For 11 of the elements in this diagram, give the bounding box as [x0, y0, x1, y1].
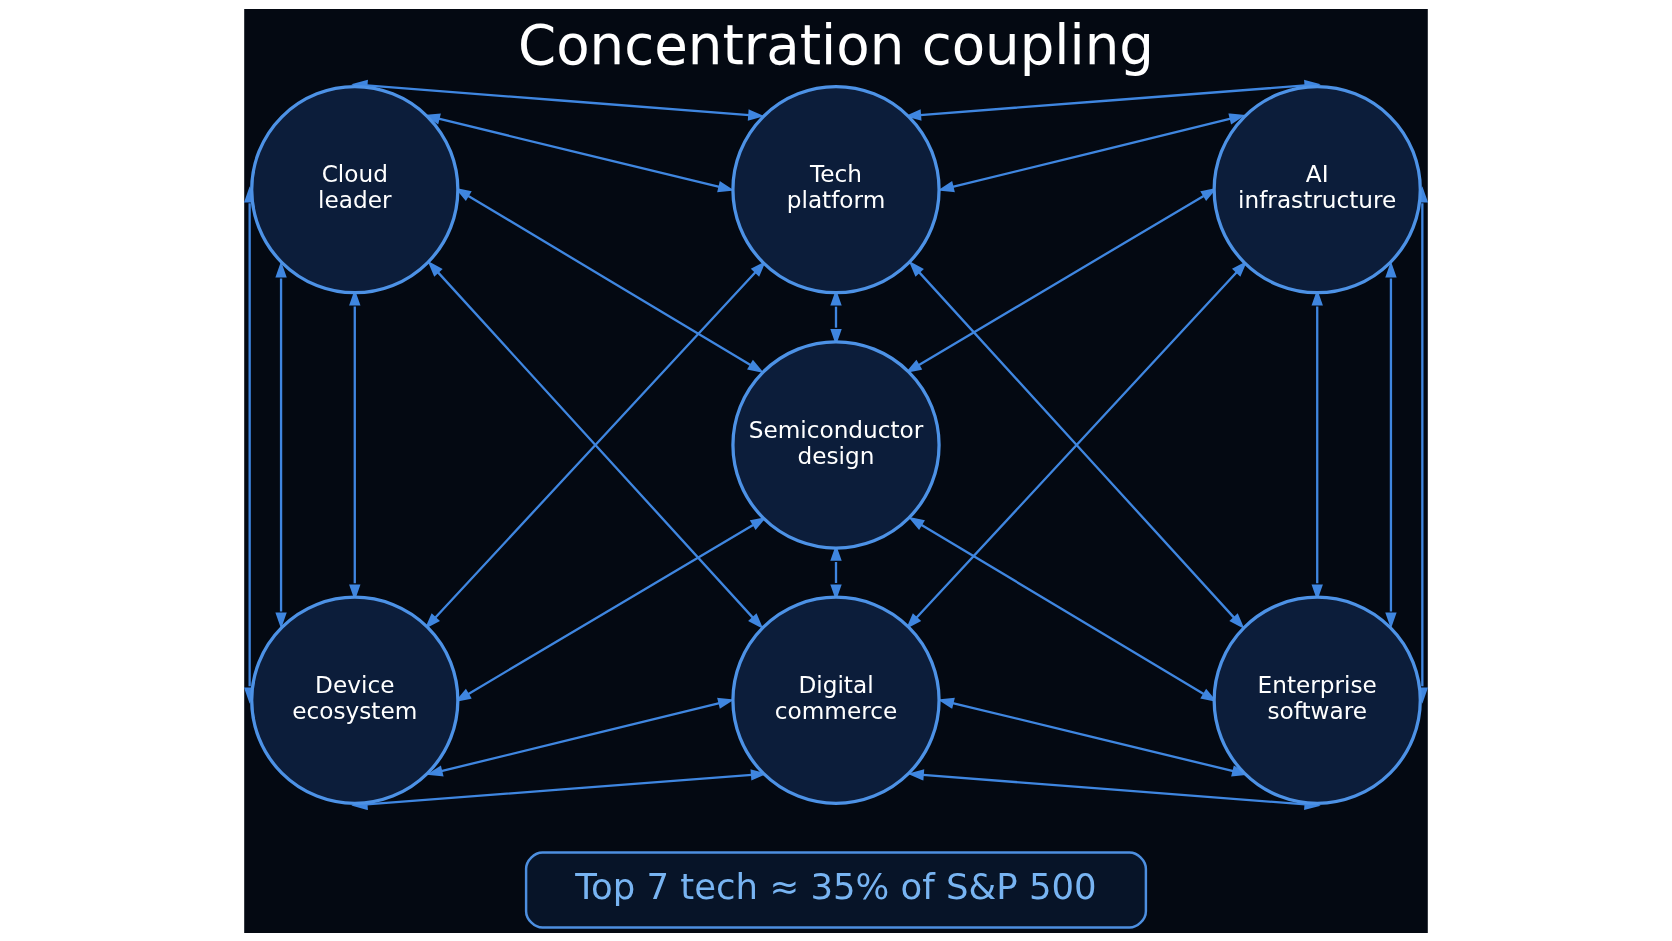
node-circle: Tech platform — [731, 84, 941, 294]
node-circle: Device ecosystem — [250, 595, 460, 805]
node-circle: AI infrastructure — [1212, 84, 1422, 294]
node-circle: Digital commerce — [731, 595, 941, 805]
arrow — [275, 260, 287, 629]
arrow — [1385, 260, 1397, 629]
node-circle: Cloud leader — [250, 84, 460, 294]
node-box: Top 7 tech ≈ 35% of S&P 500 — [524, 850, 1148, 929]
node-circle: Semiconductor design — [731, 339, 941, 550]
node-circle: Enterprise software — [1212, 595, 1422, 805]
diagram-title: Concentration coupling — [518, 12, 1154, 77]
